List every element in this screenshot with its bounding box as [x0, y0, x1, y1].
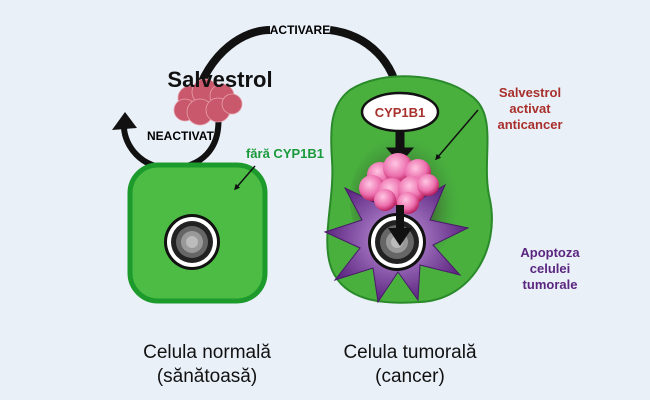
salvestrol-label: Salvestrol [167, 67, 272, 92]
salvestrol-molecule-icon [173, 78, 243, 126]
enzyme-label: CYP1B1 [375, 105, 426, 120]
activated-label-line3: anticancer [497, 117, 562, 132]
inactivation-arrowhead [112, 112, 137, 130]
normal-cell-nucleus-icon [164, 214, 220, 270]
activated-label-line1: Salvestrol [499, 85, 561, 100]
activation-label: ACTIVARE [270, 23, 330, 37]
tumor-cell-label-line2: (cancer) [375, 366, 445, 387]
tumor-cell-label-line1: Celula tumorală [343, 342, 476, 363]
inactivated-label: NEACTIVAT [147, 129, 215, 143]
normal-cell-label-line1: Celula normală [143, 342, 271, 363]
activated-label-line2: activat [509, 101, 551, 116]
apoptosis-label-line2: celulei [530, 261, 570, 276]
without-enzyme-label: fără CYP1B1 [246, 146, 324, 161]
apoptosis-label-line3: tumorale [523, 277, 578, 292]
apoptosis-label-line1: Apoptoza [520, 245, 580, 260]
activated-pointer [435, 109, 479, 161]
to-nucleus-arrow [388, 205, 412, 246]
normal-cell-label-line2: (sănătoasă) [157, 366, 257, 387]
without-enzyme-pointer [234, 165, 256, 191]
